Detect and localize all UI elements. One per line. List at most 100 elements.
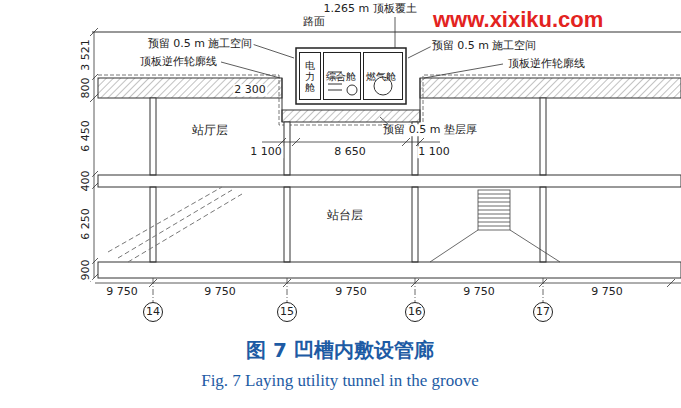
- roof-slab: [420, 78, 681, 98]
- dimension-line: [94, 32, 95, 278]
- stair: [478, 214, 510, 215]
- dimension: 9 750: [462, 286, 496, 298]
- compartment: 燃气舱: [363, 52, 403, 100]
- level-name: 站厅层: [191, 124, 229, 137]
- column: [284, 122, 290, 175]
- floor-slab: [98, 262, 681, 278]
- road-line: [92, 31, 681, 32]
- column: [284, 187, 290, 262]
- dimension: 6 450: [80, 119, 92, 153]
- contour-note: 顶板逆作轮廓线: [139, 56, 218, 68]
- stair: [478, 226, 510, 227]
- escalator: [128, 194, 242, 262]
- pipe-symbol: [328, 90, 342, 91]
- stair: [478, 190, 510, 230]
- level-name: 站台层: [326, 209, 364, 222]
- floor-slab: [98, 175, 681, 187]
- dimension-line: [90, 28, 681, 287]
- axis-number: 14: [143, 302, 163, 322]
- utility-tunnel: [296, 48, 406, 104]
- leader-line: [221, 62, 280, 78]
- compartment-name: 综合舱: [326, 71, 356, 82]
- roof-slab: [98, 78, 282, 98]
- space-note: 预留 0.5 m 施工空间: [147, 38, 254, 50]
- dimension: 1 100: [249, 146, 283, 158]
- grid-line: [287, 278, 288, 302]
- caption-english: Fig. 7 Laying utility tunnel in the groo…: [200, 372, 480, 390]
- column: [540, 98, 546, 175]
- axis-label: 15: [280, 306, 294, 318]
- stair: [478, 210, 510, 211]
- stair: [478, 202, 510, 203]
- dimension-line: [278, 138, 286, 146]
- compartment: 综合舱: [323, 52, 361, 100]
- dimension-line: [292, 138, 300, 146]
- stair: [510, 230, 560, 262]
- dimension: 9 750: [105, 286, 139, 298]
- leader-line: [221, 17, 503, 126]
- dimension-line: [90, 28, 98, 36]
- dimension-line: [262, 142, 440, 143]
- stair: [430, 190, 560, 262]
- roof-slab: [98, 78, 681, 122]
- axis-label: 14: [146, 306, 160, 318]
- stair: [478, 218, 510, 219]
- dimension: 900: [80, 259, 92, 282]
- caption: 图 7 凹槽内敷设管廊: [245, 340, 435, 361]
- grid-line: [415, 278, 416, 302]
- contour-line: [98, 75, 681, 125]
- dimension: 9 750: [590, 286, 624, 298]
- leader-line: [424, 64, 503, 78]
- roof-slab: [282, 110, 420, 122]
- contour-line: [98, 75, 681, 125]
- dimension-line: [95, 283, 681, 284]
- axis-number: 17: [533, 302, 553, 322]
- utility-tunnel: [296, 48, 406, 104]
- grid-line: [153, 278, 154, 302]
- dimension: 2 300: [233, 84, 267, 96]
- cushion-note: 预留 0.5 m 垫层厚: [382, 124, 478, 136]
- dimension-line: [416, 138, 424, 146]
- axis-number: 15: [277, 302, 297, 322]
- compartment-name: 电力舱: [305, 60, 315, 93]
- axis-label: 17: [536, 306, 550, 318]
- space-note: 预留 0.5 m 施工空间: [431, 40, 538, 52]
- escalator: [108, 187, 242, 262]
- dimension: 800: [80, 77, 92, 100]
- dimension-line: [402, 138, 410, 146]
- dimension: 8 650: [333, 146, 367, 158]
- column: [150, 98, 546, 262]
- stair: [478, 222, 510, 223]
- escalator: [118, 190, 232, 258]
- leader-line: [252, 44, 294, 58]
- axis-label: 16: [408, 306, 422, 318]
- surface-label: 路面: [302, 16, 326, 28]
- stair: [478, 194, 510, 195]
- floor-slab: [98, 175, 681, 278]
- dimension: 9 750: [203, 286, 237, 298]
- axis-number: 16: [405, 302, 425, 322]
- dimension: 3 521: [80, 38, 92, 72]
- pipe-symbol: [347, 85, 357, 95]
- stair: [478, 206, 510, 207]
- stair: [430, 230, 478, 262]
- cover-note: 1.265 m 顶板覆土: [322, 3, 417, 15]
- leader-line: [395, 17, 396, 48]
- grid-line: [153, 278, 543, 302]
- dimension-line: [667, 279, 675, 287]
- column: [150, 98, 156, 175]
- column: [150, 187, 156, 262]
- leader-line: [408, 46, 432, 58]
- dimension: 6 250: [80, 207, 92, 241]
- escalator: [108, 187, 222, 252]
- pipe-symbol: [328, 84, 342, 85]
- compartment-name: 燃气舱: [366, 71, 396, 82]
- road-line: [92, 31, 681, 32]
- contour-note: 顶板逆作轮廓线: [507, 58, 586, 70]
- column: [412, 187, 418, 262]
- compartment: 电力舱: [299, 52, 321, 100]
- dimension: 1 100: [417, 146, 451, 158]
- watermark: www.xixiku.com: [432, 8, 604, 31]
- dimension: 400: [80, 170, 92, 193]
